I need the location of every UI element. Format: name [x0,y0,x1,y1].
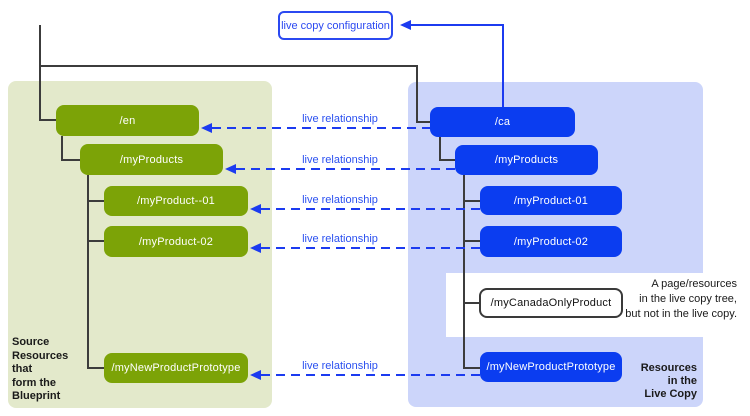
excluded-node-note: A page/resources in the live copy tree, … [625,278,737,320]
blueprint-node-myproduct-01: /myProduct--01 [104,186,248,216]
tree-line [87,240,104,242]
blueprint-caption: Source Resources that form the Blueprint [12,336,69,402]
relationship-dashed-line [212,127,430,129]
blueprint-node-myproduct-02: /myProduct-02 [104,226,248,257]
tree-line [439,137,441,161]
arrowhead-left-icon [250,204,261,214]
livecopy-node-myproduct-01: /myProduct-01 [480,186,622,215]
config-box: live copy configuration [278,11,393,40]
arrowhead-left-icon [250,370,261,380]
relationship-label: live relationship [302,233,378,245]
tree-line [39,119,56,121]
tree-line [416,121,430,123]
tree-line [87,367,104,369]
livecopy-node-mycanadaonlyproduct: /myCanadaOnlyProduct [479,288,623,318]
tree-line [61,136,63,161]
relationship-dashed-line [261,247,480,249]
tree-line [87,175,89,369]
tree-line [463,367,480,369]
arrowhead-left-icon [201,123,212,133]
tree-line [463,240,480,242]
tree-line [463,175,465,369]
config-arrow-line [502,24,504,107]
relationship-dashed-line [261,208,480,210]
blueprint-node-mynewproductprototype: /myNewProductPrototype [104,353,248,383]
relationship-label: live relationship [302,194,378,206]
tree-line [39,25,41,121]
tree-line [439,159,455,161]
arrowhead-left-icon [400,20,411,30]
livecopy-node-ca: /ca [430,107,575,137]
relationship-dashed-line [236,168,455,170]
livecopy-caption: Resources in the Live Copy [640,362,697,400]
arrowhead-left-icon [250,243,261,253]
tree-line [463,200,480,202]
tree-line [39,65,418,67]
relationship-label: live relationship [302,113,378,125]
tree-line [463,302,479,304]
arrowhead-left-icon [225,164,236,174]
livecopy-node-myproduct-02: /myProduct-02 [480,226,622,257]
livecopy-node-mynewproductprototype: /myNewProductPrototype [480,352,622,382]
tree-line [87,200,104,202]
relationship-label: live relationship [302,360,378,372]
relationship-label: live relationship [302,154,378,166]
relationship-dashed-line [261,374,480,376]
blueprint-node-myproducts: /myProducts [80,144,223,175]
config-arrow-line [411,24,504,26]
livecopy-node-myproducts: /myProducts [455,145,598,175]
blueprint-node-en: /en [56,105,199,136]
tree-line [416,65,418,123]
config-box-label: live copy configuration [281,19,390,32]
tree-line [61,159,80,161]
